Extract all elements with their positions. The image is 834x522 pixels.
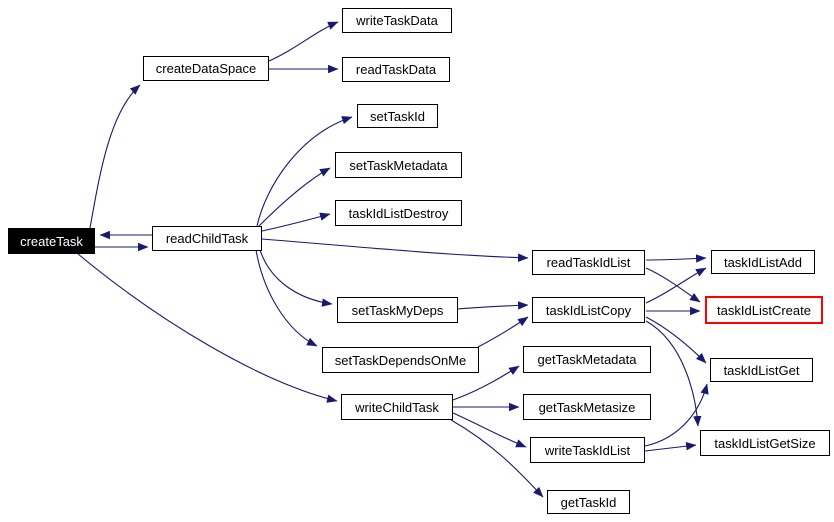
edge-createDataSpace-to-writeTaskData	[268, 21, 339, 62]
node-setTaskMyDeps[interactable]: setTaskMyDeps	[337, 297, 458, 323]
node-setTaskDependsOnMe[interactable]: setTaskDependsOnMe	[322, 347, 479, 373]
edge-createTask-to-writeChildTask	[77, 253, 338, 403]
edge-setTaskMyDeps-to-taskIdListCopy	[457, 301, 529, 310]
edge-writeChildTask-to-writeTaskIdList	[452, 412, 527, 448]
edge-readChildTask-to-setTaskId	[256, 116, 353, 227]
edge-readTaskIdList-to-taskIdListCreate	[645, 267, 701, 303]
node-writeChildTask[interactable]: writeChildTask	[341, 394, 453, 420]
edge-writeChildTask-to-getTaskId	[450, 419, 544, 498]
node-getTaskId[interactable]: getTaskId	[547, 490, 630, 514]
edge-readChildTask-to-setTaskMetadata	[258, 167, 331, 227]
edge-createTask-to-createDataSpace	[89, 84, 141, 229]
edge-readChildTask-to-setTaskMyDeps	[259, 249, 333, 307]
node-taskIdListCopy[interactable]: taskIdListCopy	[532, 297, 645, 323]
node-readChildTask[interactable]: readChildTask	[152, 226, 262, 251]
node-writeTaskData[interactable]: writeTaskData	[342, 8, 452, 33]
edge-taskIdListCopy-to-taskIdListGetSize	[645, 320, 702, 427]
node-readTaskIdList[interactable]: readTaskIdList	[532, 250, 645, 275]
node-taskIdListCreate[interactable]: taskIdListCreate	[705, 296, 823, 324]
edge-writeTaskIdList-to-taskIdListGet	[644, 383, 709, 447]
node-getTaskMetadata[interactable]: getTaskMetadata	[523, 346, 651, 373]
node-createTask[interactable]: createTask	[8, 228, 95, 254]
edges-group	[77, 21, 709, 498]
node-taskIdListGetSize[interactable]: taskIdListGetSize	[700, 430, 830, 456]
edge-writeTaskIdList-to-taskIdListGetSize	[644, 441, 697, 452]
node-createDataSpace[interactable]: createDataSpace	[143, 56, 269, 81]
node-setTaskId[interactable]: setTaskId	[357, 104, 438, 128]
node-taskIdListDestroy[interactable]: taskIdListDestroy	[335, 200, 462, 226]
edge-taskIdListCopy-to-taskIdListGet	[645, 316, 707, 364]
edge-readTaskIdList-to-taskIdListAdd	[645, 254, 707, 263]
node-getTaskMetasize[interactable]: getTaskMetasize	[523, 394, 651, 420]
node-taskIdListGet[interactable]: taskIdListGet	[710, 358, 813, 382]
node-setTaskMetadata[interactable]: setTaskMetadata	[335, 152, 462, 178]
node-taskIdListAdd[interactable]: taskIdListAdd	[711, 250, 815, 274]
node-readTaskData[interactable]: readTaskData	[342, 57, 450, 82]
edge-readChildTask-to-taskIdListDestroy	[261, 212, 331, 232]
edge-writeChildTask-to-getTaskMetadata	[452, 365, 520, 401]
node-writeTaskIdList[interactable]: writeTaskIdList	[530, 437, 645, 463]
edge-setTaskDependsOnMe-to-taskIdListCopy	[477, 316, 529, 348]
edge-taskIdListCopy-to-taskIdListAdd	[645, 267, 707, 304]
edge-readChildTask-to-readTaskIdList	[261, 238, 529, 262]
edge-readChildTask-to-setTaskDependsOnMe	[255, 249, 318, 347]
